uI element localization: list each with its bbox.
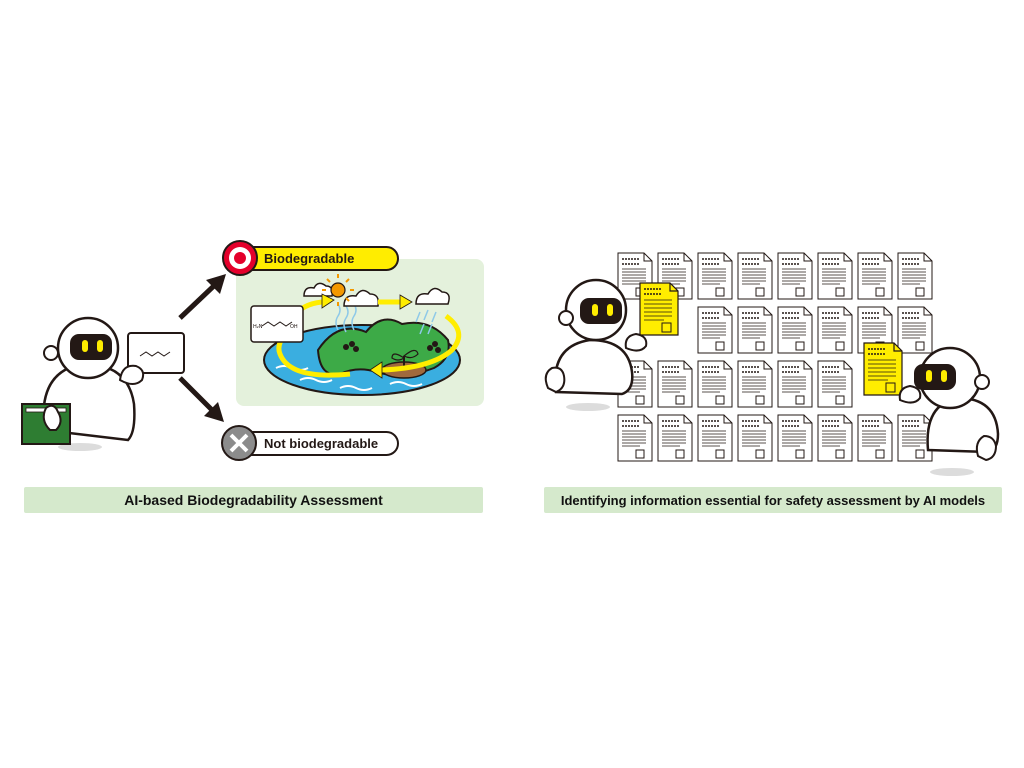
robot-visor xyxy=(70,334,112,360)
document-analysis-illustration xyxy=(544,252,1000,476)
molecule-card: H₂N OH xyxy=(250,305,304,343)
robot-assessor xyxy=(21,316,185,451)
cloud-icon xyxy=(343,289,380,307)
document-icon xyxy=(817,414,853,462)
left-caption: AI-based Biodegradability Assessment xyxy=(24,487,483,513)
document-icon xyxy=(657,360,693,408)
document-icon xyxy=(737,252,773,300)
document-icon xyxy=(657,414,693,462)
document-icon xyxy=(697,414,733,462)
document-icon xyxy=(777,414,813,462)
document-icon xyxy=(857,414,893,462)
document-icon xyxy=(737,414,773,462)
acid-label: OH xyxy=(290,324,298,330)
document-icon xyxy=(817,306,853,354)
document-icon xyxy=(897,306,933,354)
document-icon xyxy=(777,252,813,300)
robot-reader-left xyxy=(544,278,679,411)
biodegradable-label: Biodegradable xyxy=(264,251,355,266)
arrow-to-not-biodegradable xyxy=(178,376,224,422)
environment-cycle-diagram: H₂N OH xyxy=(250,274,462,396)
document-icon xyxy=(777,360,813,408)
document-icon xyxy=(817,360,853,408)
document-icon xyxy=(737,306,773,354)
highlighted-document-icon xyxy=(863,342,903,396)
document-icon xyxy=(857,252,893,300)
arrow-to-biodegradable xyxy=(178,274,226,320)
document-icon xyxy=(697,252,733,300)
right-caption: Identifying information essential for sa… xyxy=(544,487,1002,513)
biodegradable-pill xyxy=(222,240,399,276)
document-icon xyxy=(897,252,933,300)
robot-reader-right xyxy=(863,342,1000,476)
document-icon xyxy=(777,306,813,354)
left-panel: H₂N OH AI-based Biodegradability Ass xyxy=(21,240,484,513)
not-biodegradable-pill xyxy=(221,425,399,461)
right-panel: Identifying information essential for sa… xyxy=(512,0,1024,768)
document-icon xyxy=(617,414,653,462)
highlighted-document-icon xyxy=(639,282,679,336)
cloud-icon xyxy=(415,287,450,305)
document-icon xyxy=(817,252,853,300)
biodegradability-illustration: H₂N OH xyxy=(21,240,484,461)
not-biodegradable-label: Not biodegradable xyxy=(264,436,379,451)
robot-visor xyxy=(580,298,622,324)
document-icon xyxy=(737,360,773,408)
amine-label: H₂N xyxy=(253,324,263,330)
document-icon xyxy=(697,306,733,354)
document-icon xyxy=(697,360,733,408)
robot-visor xyxy=(914,364,956,390)
